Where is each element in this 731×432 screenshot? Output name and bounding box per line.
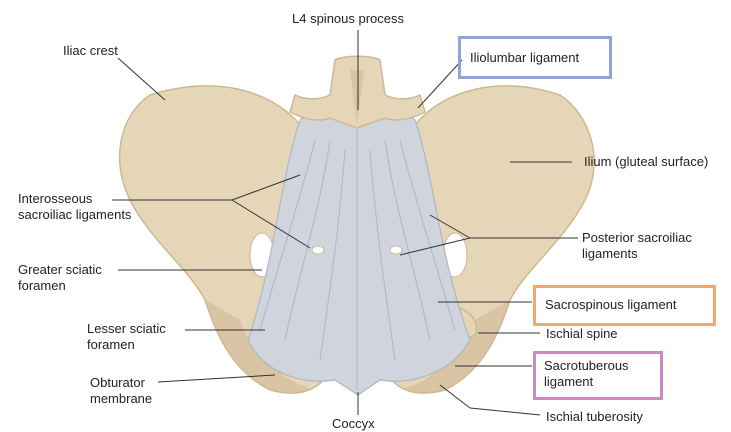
- label-lesser-sciatic-foramen: Lesser sciatic foramen: [87, 321, 166, 353]
- label-sacrospinous-ligament: Sacrospinous ligament: [545, 297, 677, 313]
- label-ischial-tuberosity: Ischial tuberosity: [546, 409, 643, 425]
- label-ilium-gluteal-surface: Ilium (gluteal surface): [584, 154, 708, 170]
- label-l4-spinous-process: L4 spinous process: [292, 11, 404, 27]
- label-interosseous-sacroiliac-ligaments: Interosseous sacroiliac ligaments: [18, 191, 131, 223]
- label-iliac-crest: Iliac crest: [63, 43, 118, 59]
- label-coccyx: Coccyx: [332, 416, 375, 432]
- label-posterior-sacroiliac-ligaments: Posterior sacroiliac ligaments: [582, 230, 692, 262]
- label-obturator-membrane: Obturator membrane: [90, 375, 152, 407]
- label-ischial-spine: Ischial spine: [546, 326, 618, 342]
- label-sacrotuberous-ligament: Sacrotuberous ligament: [544, 358, 629, 390]
- label-iliolumbar-ligament: Iliolumbar ligament: [470, 50, 579, 66]
- label-greater-sciatic-foramen: Greater sciatic foramen: [18, 262, 102, 294]
